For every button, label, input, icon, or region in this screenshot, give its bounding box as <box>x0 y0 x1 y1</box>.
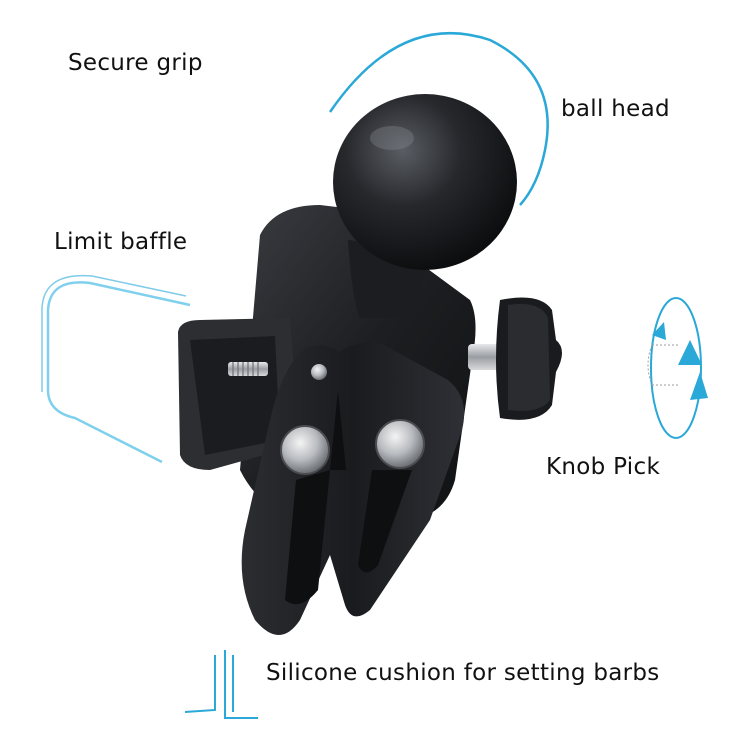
label-ball-head: ball head <box>561 96 670 122</box>
knob <box>496 297 562 420</box>
left-screw <box>280 425 330 475</box>
grip-arc-icon <box>328 32 549 206</box>
label-secure-grip: Secure grip <box>68 50 203 76</box>
label-silicone-cushion: Silicone cushion for setting barbs <box>266 660 660 686</box>
limit-baffle-bracket-icon <box>46 281 191 464</box>
threaded-stud <box>228 362 268 376</box>
silicone-cushion-icon <box>184 650 258 719</box>
rotation-arrow-icon <box>647 297 708 439</box>
label-limit-baffle: Limit baffle <box>54 229 188 255</box>
pivot-pin <box>311 364 327 380</box>
ball-head <box>333 94 517 270</box>
right-screw <box>375 419 425 469</box>
label-knob-pick: Knob Pick <box>546 454 661 480</box>
